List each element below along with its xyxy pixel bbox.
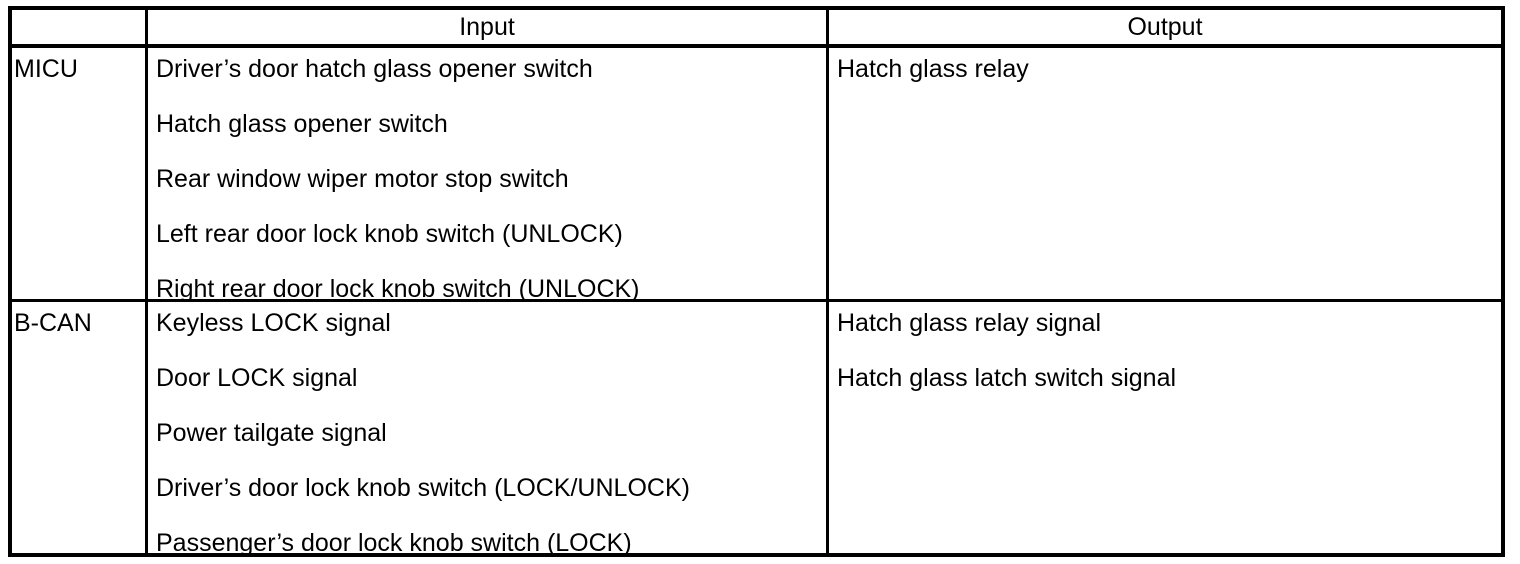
column-header-output: Output [826, 10, 1501, 44]
row-output-cell: Hatch glass relay signal Hatch glass lat… [826, 302, 1501, 553]
list-item: Rear window wiper motor stop switch [156, 165, 569, 193]
table-row: MICU Driver’s door hatch glass opener sw… [12, 48, 1501, 302]
list-item: Hatch glass latch switch signal [837, 364, 1177, 392]
list-item: Hatch glass relay [837, 55, 1029, 83]
row-label-cell: MICU [12, 48, 145, 299]
list-item: Door LOCK signal [156, 364, 358, 392]
output-list-micu: Hatch glass relay [837, 54, 1499, 109]
list-item: Keyless LOCK signal [156, 309, 391, 337]
input-list-bcan: Keyless LOCK signal Door LOCK signal Pow… [156, 308, 824, 553]
row-label-micu: MICU [14, 55, 78, 83]
row-label-cell: B-CAN [12, 302, 145, 553]
row-input-cell: Keyless LOCK signal Door LOCK signal Pow… [145, 302, 826, 553]
list-item: Hatch glass relay signal [837, 309, 1102, 337]
row-label-bcan: B-CAN [14, 309, 92, 337]
list-item: Right rear door lock knob switch (UNLOCK… [156, 275, 640, 299]
output-list-bcan: Hatch glass relay signal Hatch glass lat… [837, 308, 1499, 418]
column-header-input: Input [145, 10, 826, 44]
list-item: Passenger’s door lock knob switch (LOCK) [156, 529, 632, 553]
list-item: Driver’s door lock knob switch (LOCK/UNL… [156, 474, 690, 502]
list-item: Left rear door lock knob switch (UNLOCK) [156, 220, 623, 248]
list-item: Hatch glass opener switch [156, 110, 448, 138]
input-list-micu: Driver’s door hatch glass opener switch … [156, 54, 824, 299]
row-output-cell: Hatch glass relay [826, 48, 1501, 299]
list-item: Power tailgate signal [156, 419, 387, 447]
table-header-row: Input Output [12, 10, 1501, 48]
list-item: Driver’s door hatch glass opener switch [156, 55, 593, 83]
column-header-blank [12, 10, 145, 44]
table-row: B-CAN Keyless LOCK signal Door LOCK sign… [12, 302, 1501, 553]
input-output-table: Input Output MICU Driver’s door hatch gl… [8, 6, 1505, 557]
row-input-cell: Driver’s door hatch glass opener switch … [145, 48, 826, 299]
